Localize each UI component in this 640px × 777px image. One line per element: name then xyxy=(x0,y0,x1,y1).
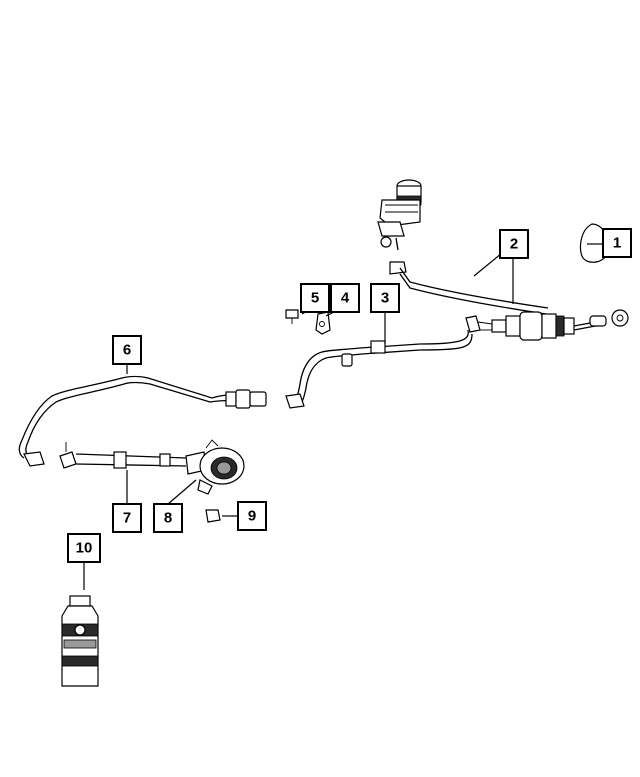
part-8-slave-cylinder xyxy=(185,439,245,495)
callout-6: 6 xyxy=(112,335,142,365)
part-2-master-cylinder xyxy=(399,267,629,341)
part-3-hydraulic-line xyxy=(285,329,473,409)
callout-3: 3 xyxy=(370,283,400,313)
clutch-fluid-reservoir xyxy=(377,179,422,275)
callout-9-label: 9 xyxy=(248,508,256,525)
part-10-fluid-bottle xyxy=(61,595,99,687)
callout-4-label: 4 xyxy=(341,290,350,307)
callout-8-label: 8 xyxy=(164,510,172,527)
callout-1-label: 1 xyxy=(613,235,621,252)
callout-7-label: 7 xyxy=(123,510,131,527)
callout-3-label: 3 xyxy=(381,290,389,307)
part-5-bolt xyxy=(285,309,299,324)
callout-8: 8 xyxy=(153,503,183,533)
callout-4: 4 xyxy=(330,283,360,313)
callout-7: 7 xyxy=(112,503,142,533)
callout-10-label: 10 xyxy=(76,540,93,557)
callout-1: 1 xyxy=(602,228,632,258)
callout-5: 5 xyxy=(300,283,330,313)
callout-6-label: 6 xyxy=(123,342,131,359)
callout-5-label: 5 xyxy=(311,290,319,307)
part-7-line xyxy=(59,442,187,469)
callout-9: 9 xyxy=(237,501,267,531)
part-9-bolt xyxy=(205,509,221,523)
callout-10: 10 xyxy=(67,533,101,563)
callout-2: 2 xyxy=(499,229,529,259)
part-6-hydraulic-line xyxy=(18,375,267,467)
callout-2-label: 2 xyxy=(510,236,518,253)
